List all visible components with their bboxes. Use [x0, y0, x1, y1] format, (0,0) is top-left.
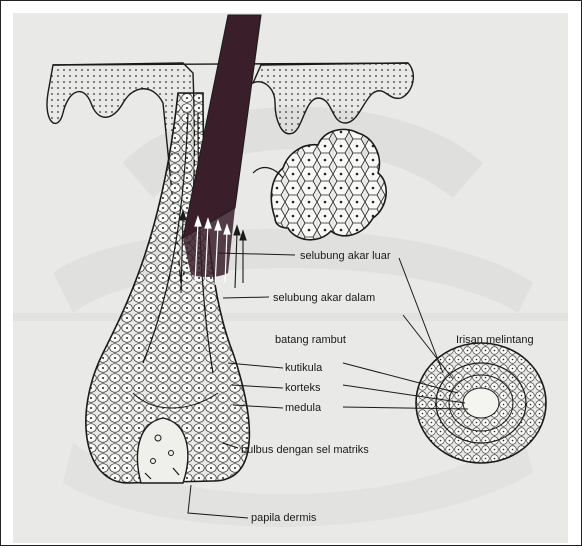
label-cuticle: kutikula — [285, 362, 323, 374]
label-outer-root-sheath: selubung akar luar — [300, 250, 391, 262]
label-cross-section: Irisan melintang — [456, 334, 534, 346]
label-cortex: korteks — [285, 382, 321, 394]
diagram-canvas: selubung akar luar selubung akar dalam b… — [13, 13, 568, 543]
cross-section — [416, 343, 546, 463]
label-inner-root-sheath: selubung akar dalam — [273, 292, 375, 304]
hair-follicle-diagram: selubung akar luar selubung akar dalam b… — [13, 13, 568, 543]
label-medulla: medula — [285, 402, 322, 414]
label-bulb: bulbus dengan sel matriks — [241, 444, 369, 456]
label-papilla: papila dermis — [251, 512, 317, 524]
label-hair-shaft: batang rambut — [275, 334, 346, 346]
